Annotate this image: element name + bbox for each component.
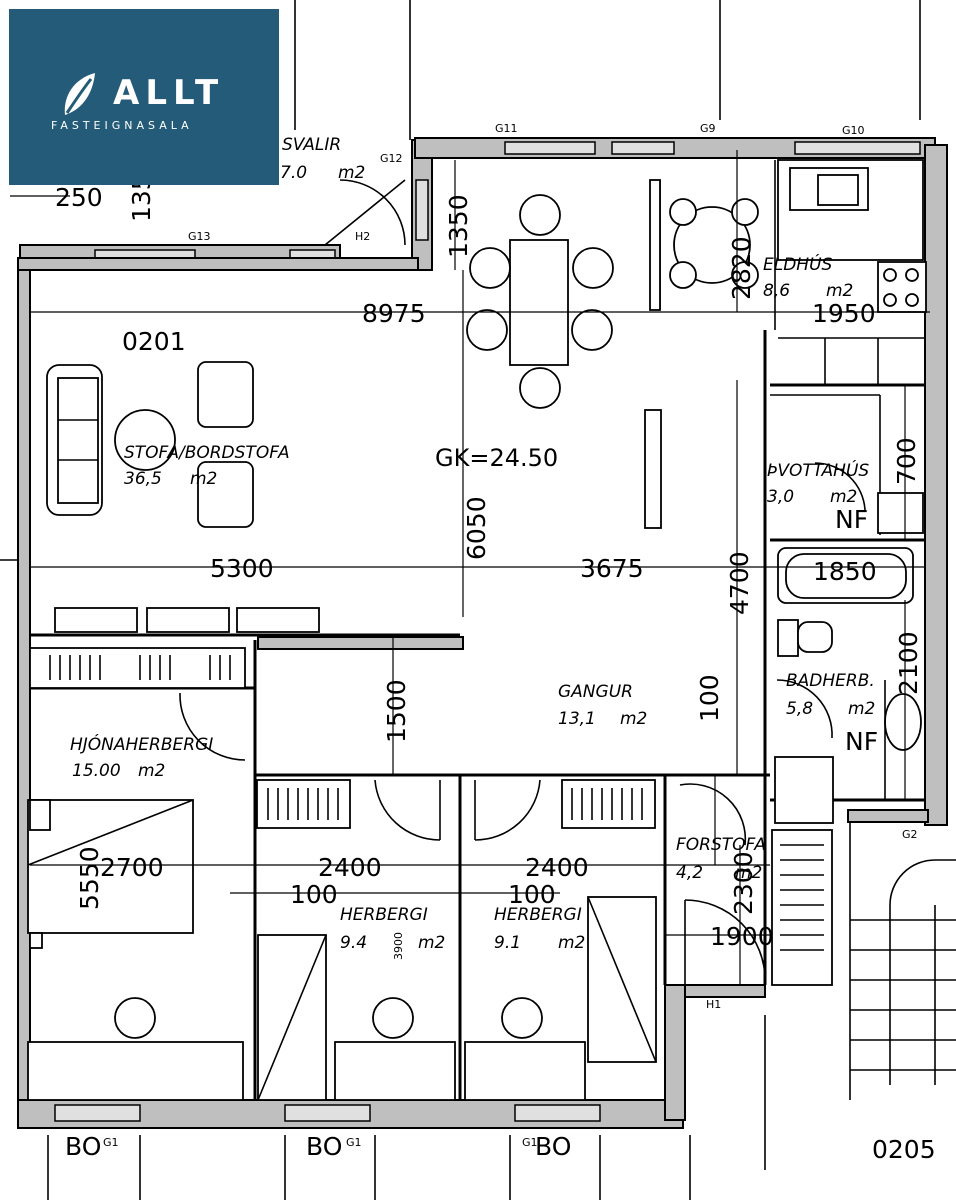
staircase <box>764 822 956 1170</box>
room-stofa-unit: m2 <box>190 469 217 489</box>
dim-2820: 2820 <box>727 236 756 300</box>
dim-100-c: 100 <box>508 880 556 909</box>
room-forstofa-area: 4,2 <box>676 863 703 883</box>
dim-3675: 3675 <box>580 554 644 583</box>
room-herbergi2-name: HERBERGI <box>494 905 582 925</box>
label-g10: G10 <box>842 124 865 137</box>
room-herbergi2-unit: m2 <box>558 933 585 953</box>
label-h2: H2 <box>355 230 370 243</box>
dim-5300: 5300 <box>210 554 274 583</box>
room-hjonaherbergi-area: 15.00 <box>72 761 121 781</box>
room-labels: 0201 0205 GK=24.50 STOFA/BORDSTOFA 36,5 … <box>70 135 936 1164</box>
room-hjonaherbergi-unit: m2 <box>138 761 165 781</box>
dim-1950: 1950 <box>812 299 876 328</box>
dim-100-b: 100 <box>290 880 338 909</box>
label-g2: G2 <box>902 828 918 841</box>
kitchen <box>669 159 927 385</box>
doors <box>179 692 766 985</box>
room-svalir-area: 7.0 <box>280 163 307 183</box>
living-furniture <box>46 361 662 633</box>
room-badherb-unit: m2 <box>848 699 875 719</box>
beds <box>27 799 657 1101</box>
room-gangur-area: 13,1 <box>558 709 596 729</box>
laundry-bath <box>770 394 924 824</box>
room-thvottahus-unit: m2 <box>830 487 857 507</box>
room-thvottahus-name: ÞVOTTAHÚS <box>767 459 869 481</box>
room-eldhus-name: ELDHÚS <box>763 253 833 275</box>
room-badherb-area: 5,8 <box>786 699 813 719</box>
label-g12: G12 <box>380 152 403 165</box>
dimension-labels: 8975 1950 250 135 1350 2820 700 5300 367… <box>55 174 923 951</box>
room-badherb-name: BADHERB. <box>786 671 875 691</box>
dim-1900: 1900 <box>710 922 774 951</box>
room-gangur-unit: m2 <box>620 709 647 729</box>
reference-lines <box>0 0 921 561</box>
room-eldhus-unit: m2 <box>826 281 853 301</box>
dim-2400-a: 2400 <box>318 853 382 882</box>
dim-2300: 2300 <box>729 851 758 915</box>
room-stofa-area: 36,5 <box>124 469 162 489</box>
brand-logo: ALLT FASTEIGNASALA <box>9 9 279 185</box>
room-badherb-nf: NF <box>845 727 878 756</box>
room-herbergi2-area: 9.1 <box>494 933 521 953</box>
brand-subtitle: FASTEIGNASALA <box>51 119 193 132</box>
room-gangur-name: GANGUR <box>558 682 633 702</box>
gk-label: GK=24.50 <box>435 444 558 472</box>
dim-1350: 1350 <box>444 194 473 258</box>
room-thvottahus-nf: NF <box>835 505 868 534</box>
room-hjonaherbergi-name: HJÓNAHERBERGI <box>70 733 213 755</box>
label-g11: G11 <box>495 122 518 135</box>
dim-1500: 1500 <box>382 679 411 743</box>
label-g1-2: G1 <box>346 1136 362 1149</box>
dim-100-gangur: 100 <box>695 674 724 722</box>
room-herbergi1-extra: 3900 <box>392 932 405 960</box>
room-eldhus-area: 8,6 <box>763 281 790 301</box>
label-h1: H1 <box>706 998 721 1011</box>
neighbor-code: 0205 <box>872 1135 936 1164</box>
dim-2700: 2700 <box>100 853 164 882</box>
label-g9: G9 <box>700 122 716 135</box>
window-labels: G11 G9 G10 G12 G13 H2 H1 G2 BO G1 BO G1 … <box>65 122 918 1161</box>
label-bo-2: BO <box>306 1132 342 1161</box>
label-g1-3: G1 <box>522 1136 538 1149</box>
room-forstofa-name: FORSTOFA <box>676 835 766 855</box>
dim-2400-b: 2400 <box>525 853 589 882</box>
dim-4700: 4700 <box>725 551 754 615</box>
apartment-code: 0201 <box>122 327 186 356</box>
dim-6050: 6050 <box>462 496 491 560</box>
leaf-icon <box>64 73 95 115</box>
brand-name: ALLT <box>113 73 225 113</box>
label-g13: G13 <box>188 230 211 243</box>
dim-700: 700 <box>892 437 921 485</box>
room-herbergi1-unit: m2 <box>418 933 445 953</box>
room-svalir-name: SVALIR <box>282 135 341 155</box>
outer-walls <box>17 137 948 1129</box>
dim-2100: 2100 <box>894 631 923 695</box>
room-herbergi1-name: HERBERGI <box>340 905 428 925</box>
room-forstofa-unit: m2 <box>735 863 762 883</box>
label-bo-1: BO <box>65 1132 101 1161</box>
room-svalir-unit: m2 <box>338 163 365 183</box>
closets <box>29 647 833 986</box>
bottom-ticks <box>47 1135 691 1200</box>
room-thvottahus-area: 3,0 <box>767 487 794 507</box>
dim-5550: 5550 <box>75 846 104 910</box>
interior-walls <box>30 160 929 1100</box>
room-stofa-name: STOFA/BORDSTOFA <box>124 443 290 463</box>
dimension-lines <box>10 150 930 985</box>
dim-1850: 1850 <box>813 557 877 586</box>
label-g1-1: G1 <box>103 1136 119 1149</box>
room-herbergi1-area: 9.4 <box>340 933 367 953</box>
dim-250: 250 <box>55 183 103 212</box>
dim-8975: 8975 <box>362 299 426 328</box>
dining-table <box>466 194 614 409</box>
label-bo-3: BO <box>535 1132 571 1161</box>
